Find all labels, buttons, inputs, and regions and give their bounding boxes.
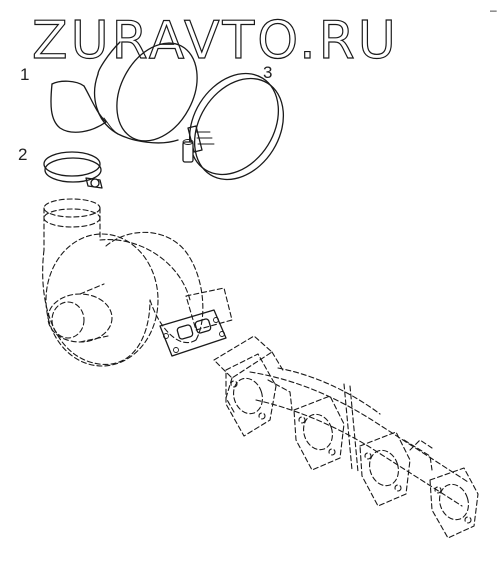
callout-2: 2 xyxy=(18,145,27,164)
callout-1: 1 xyxy=(20,65,29,84)
callout-3: 3 xyxy=(263,63,272,82)
exhaust-manifold-outline xyxy=(213,335,479,539)
part-large-hose-clamp xyxy=(182,72,285,181)
watermark-text: ZURAVTO.RU xyxy=(32,11,399,71)
part-elbow-hose xyxy=(50,41,198,144)
turbo-gasket xyxy=(159,309,227,357)
turbocharger-outline xyxy=(42,198,233,367)
part-small-hose-clamp xyxy=(43,151,103,189)
corner-mark: – xyxy=(490,3,497,17)
